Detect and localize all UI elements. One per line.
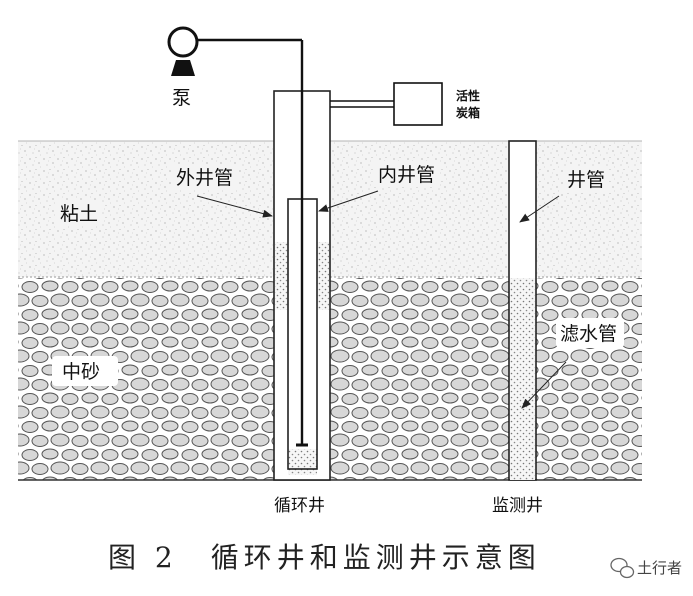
label-bg-clay	[56, 200, 102, 226]
clay-label: 粘土	[60, 203, 98, 225]
pump-icon	[167, 26, 199, 76]
inner-pipe-arrow	[318, 190, 379, 212]
carbon-box-label-line1: 活性	[456, 88, 480, 103]
upper-filter-pack-right	[317, 242, 329, 310]
label-bg-well-pipe	[563, 166, 609, 192]
carbon-box-label-line2: 炭箱	[456, 105, 480, 120]
monitoring-well-label: 监测井	[492, 496, 543, 516]
bottom-filter-pack	[288, 449, 317, 475]
outer-pipe-label: 外井管	[176, 167, 233, 189]
inner-pipe-label: 内井管	[378, 164, 435, 186]
pump-label: 泵	[172, 87, 191, 109]
screen-pipe-label: 滤水管	[560, 323, 617, 345]
monitoring-well-screen	[510, 278, 535, 480]
upper-filter-pack-left	[275, 242, 288, 310]
circulation-well-label: 循环井	[274, 496, 325, 516]
figure-caption: 图 2 循环井和监测井示意图	[108, 541, 541, 574]
label-bg-outer-pipe	[172, 164, 238, 190]
screen-pipe-arrow	[521, 361, 567, 409]
watermark-text: 土行者	[637, 559, 682, 577]
label-bg-screen	[556, 318, 624, 348]
well-pipe-label: 井管	[567, 169, 605, 191]
label-bg-inner-pipe	[374, 161, 440, 187]
carbon-box	[393, 82, 443, 126]
label-bg-sand	[52, 356, 118, 386]
medium-sand-label: 中砂	[62, 361, 100, 383]
outer-pipe-arrow	[196, 195, 273, 218]
well-pipe-arrow	[519, 195, 560, 223]
wechat-logo-icon	[610, 557, 635, 579]
